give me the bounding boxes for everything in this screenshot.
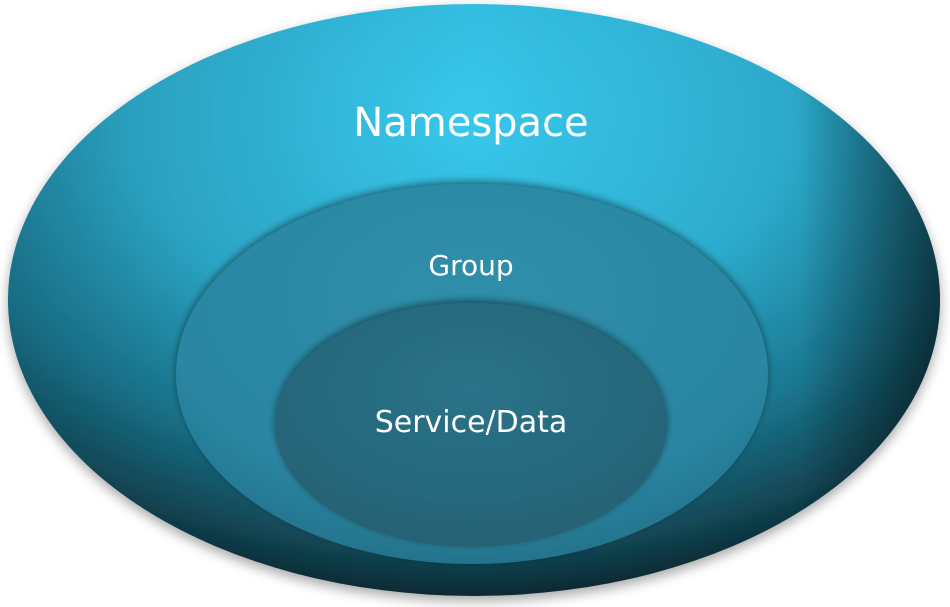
service-data-layer: Service/Data — [275, 303, 667, 547]
group-label: Group — [428, 249, 513, 282]
service-data-ellipse — [275, 303, 667, 547]
namespace-label: Namespace — [353, 100, 588, 146]
service-data-label: Service/Data — [375, 405, 568, 440]
